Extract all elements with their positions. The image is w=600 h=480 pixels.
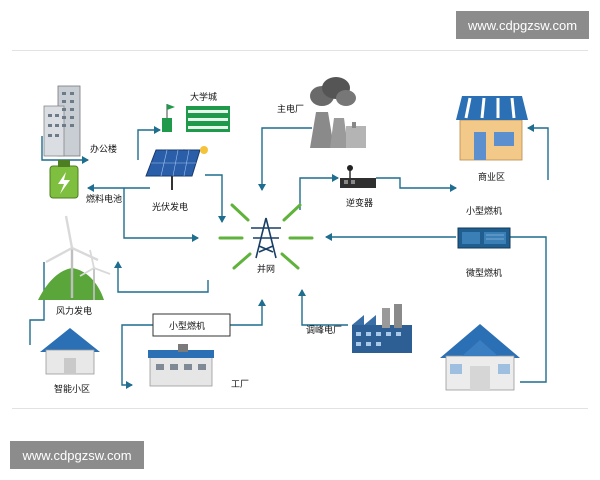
- hub-sparks: [218, 203, 314, 270]
- watermark-bottom: www.cdpgzsw.com: [10, 441, 144, 469]
- sun-icon: [200, 146, 208, 154]
- small-house-icon: [40, 328, 100, 375]
- watermark-top: www.cdpgzsw.com: [456, 11, 589, 39]
- inverter-label: 逆变器: [346, 197, 373, 209]
- residential-house-icon: [440, 324, 520, 391]
- office-label: 办公楼: [90, 143, 117, 155]
- office-node: 办公楼: [43, 85, 117, 157]
- battery-icon: [49, 160, 79, 199]
- peak-plant-node: 调峰电厂: [306, 304, 412, 353]
- arrow-mainplant-to-grid: [258, 127, 312, 191]
- commercial-node: 商业区: [456, 96, 528, 183]
- peak-plant-label: 调峰电厂: [306, 324, 342, 336]
- arrow-inverter-to-right: [376, 177, 457, 192]
- power-plant-smoke-icon: [310, 77, 366, 148]
- generator-icon: [457, 227, 511, 249]
- arrow-office-fuelcell: [41, 136, 89, 164]
- smart-community-label: 智能小区: [54, 383, 90, 395]
- small-turbine-box: [152, 313, 231, 337]
- wind-node: 风力发电: [38, 215, 111, 317]
- transmission-tower-icon: [251, 217, 281, 259]
- solar-label: 光伏发电: [152, 201, 188, 213]
- wind-label: 风力发电: [56, 305, 92, 317]
- hub-label: 并网: [257, 263, 275, 275]
- arrow-fuelcell-to-grid: [123, 188, 199, 242]
- arrow-grid-to-inverter: [299, 174, 339, 210]
- university-label: 大学城: [190, 91, 217, 103]
- fuel-cell-label: 燃料电池: [86, 193, 122, 205]
- micro-turbine-node: 微型燃机: [457, 227, 511, 279]
- main-plant-label: 主电厂: [277, 103, 304, 115]
- main-plant-node: 主电厂: [277, 77, 366, 148]
- inverter-device-icon: [340, 165, 376, 188]
- university-node: 大学城: [162, 91, 230, 132]
- arrow-peakplant-to-grid: [298, 289, 348, 326]
- line-wind-to-community: [29, 262, 45, 345]
- inverter-node: 逆变器: [340, 165, 376, 209]
- micro-turbine-label: 微型燃机: [466, 267, 502, 279]
- arrow-smallturbine-to-factory: [121, 324, 153, 389]
- small-turbine-box-label: 小型燃机: [169, 320, 205, 332]
- line-microturbine-to-house: [510, 236, 547, 383]
- office-building-icon: [43, 85, 81, 157]
- commercial-label: 商业区: [478, 171, 505, 183]
- fuel-cell-node: 燃料电池: [49, 160, 122, 205]
- peak-plant-factory-icon: [352, 304, 412, 353]
- university-building-icon: [162, 104, 230, 132]
- grid-hub: 并网: [218, 203, 314, 275]
- arrow-grid-to-wind: [114, 261, 209, 293]
- solar-panel-icon: [145, 146, 208, 190]
- factory-building-icon: [148, 344, 214, 387]
- small-turbine-node: 小型燃机: [152, 313, 231, 337]
- factory-node: 工厂: [148, 344, 249, 390]
- factory-label: 工厂: [231, 379, 249, 390]
- arrow-smallturbine-to-grid: [230, 299, 266, 326]
- wind-turbine-icon: [38, 215, 111, 300]
- arrow-to-commercial: [527, 124, 549, 180]
- small-turbine-right-label: 小型燃机: [466, 205, 502, 217]
- panel-bottom-border: [12, 408, 588, 409]
- arrow-to-university: [137, 126, 161, 160]
- panel-top-border: [12, 50, 588, 51]
- solar-node: 光伏发电: [145, 146, 208, 213]
- arrow-solar-to-grid: [205, 174, 226, 223]
- smart-community-node: 智能小区: [40, 328, 100, 395]
- commercial-shop-icon: [456, 96, 528, 161]
